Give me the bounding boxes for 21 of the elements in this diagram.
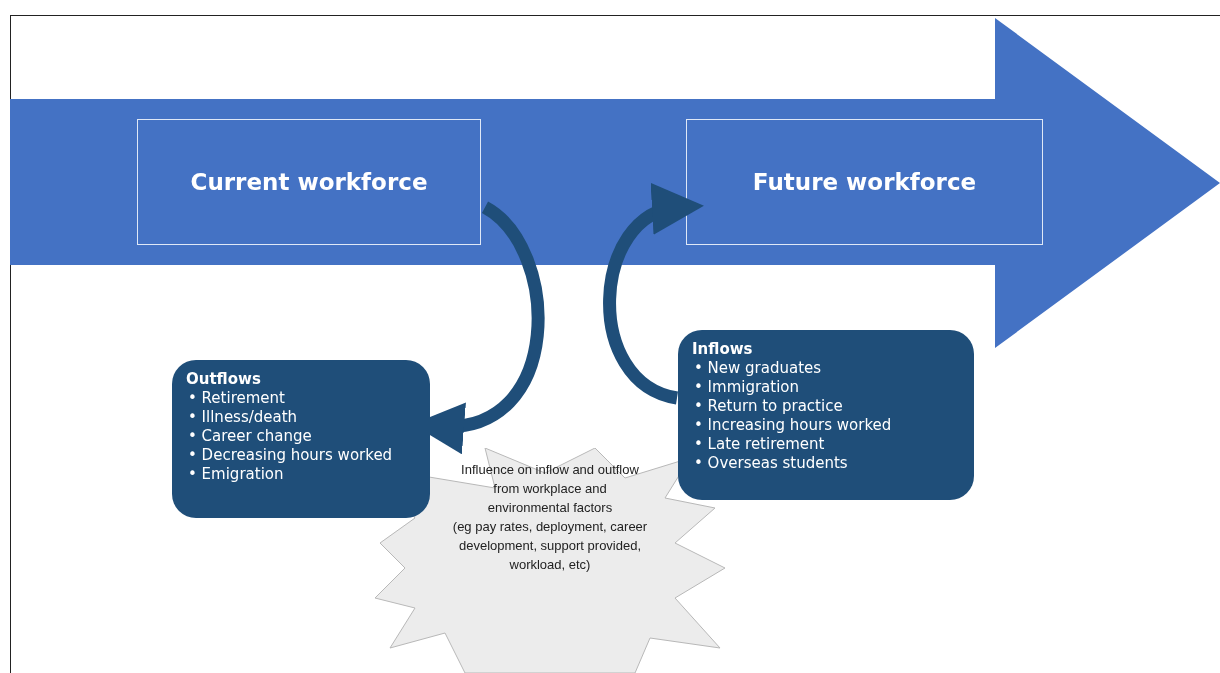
list-item: • Emigration	[188, 465, 285, 484]
list-item: • Late retirement	[694, 435, 826, 454]
flow-card	[172, 360, 430, 518]
workforce-box	[686, 119, 1043, 245]
list-item: • Return to practice	[694, 397, 844, 416]
box-title: Future workforce	[752, 169, 977, 195]
list-item: • Overseas students	[694, 454, 849, 473]
list-item: • Decreasing hours worked	[188, 446, 394, 465]
list-item: • Illness/death	[188, 408, 299, 427]
list-item: • Retirement	[188, 389, 286, 408]
workforce-box	[137, 119, 481, 245]
list-item: • Career change	[188, 427, 313, 446]
callout-text: (eg pay rates, deployment, career development, support provided, workload, etc)	[451, 518, 649, 574]
card-heading: Outflows	[186, 370, 262, 389]
flow-card	[678, 330, 974, 500]
list-item: • Increasing hours worked	[694, 416, 893, 435]
callout-text: Influence on inflow and outflow from workplace and environmental factors	[460, 461, 640, 517]
list-item: • Immigration	[694, 378, 801, 397]
card-heading: Inflows	[692, 340, 754, 359]
list-item: • New graduates	[694, 359, 823, 378]
box-title: Current workforce	[190, 169, 428, 195]
